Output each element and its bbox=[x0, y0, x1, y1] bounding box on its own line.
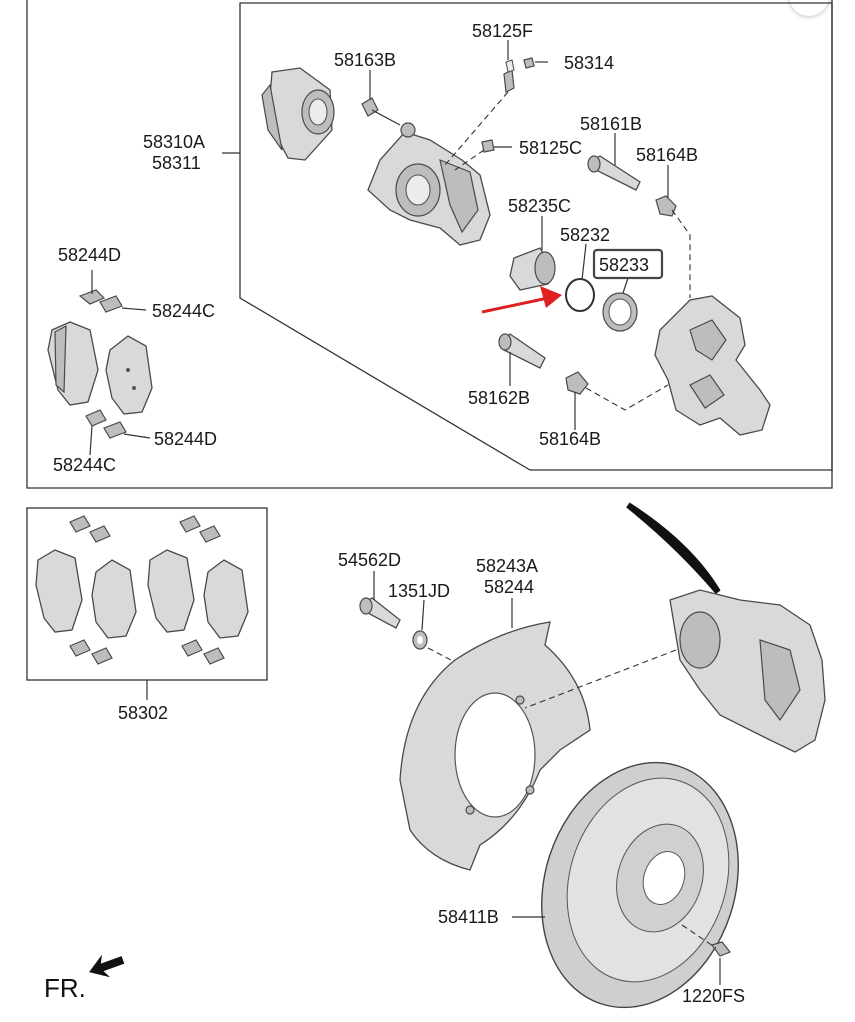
guide-pin-58161b[interactable] bbox=[587, 155, 641, 191]
caliper-assembly-installed[interactable] bbox=[669, 589, 826, 753]
label-58164b-bottom: 58164B bbox=[539, 429, 601, 449]
leader-1351jd-dash bbox=[427, 647, 471, 671]
label-58314: 58314 bbox=[564, 53, 614, 73]
guide-pin-58162b[interactable] bbox=[498, 333, 546, 369]
label-58125c: 58125C bbox=[519, 138, 582, 158]
leader-lines-bottom bbox=[373, 571, 721, 985]
brake-pad-set-top[interactable] bbox=[47, 321, 153, 415]
label-58243a: 58243A bbox=[476, 556, 538, 576]
screw-1220fs[interactable] bbox=[711, 941, 731, 957]
leader-lines-pads-top bbox=[89, 270, 151, 456]
leader-58164b-top-dash bbox=[671, 209, 691, 298]
label-1351jd: 1351JD bbox=[388, 581, 450, 601]
caliper-motor-housing[interactable] bbox=[261, 67, 335, 161]
caliper-detail-frame bbox=[239, 2, 833, 471]
piston-58235c[interactable] bbox=[509, 247, 556, 291]
pad-kit-58302[interactable] bbox=[35, 515, 249, 665]
leader-1220fs-dash bbox=[681, 924, 717, 949]
selected-part-box[interactable] bbox=[592, 248, 664, 280]
label-58310a: 58310A bbox=[143, 132, 205, 152]
bolt-58164b-top[interactable] bbox=[655, 195, 677, 217]
piston-boot-58233[interactable] bbox=[602, 292, 638, 332]
bleeder-screw-58125f[interactable] bbox=[503, 59, 515, 93]
piston-seal-58232[interactable] bbox=[565, 278, 595, 312]
label-58244c-bottom: 58244C bbox=[53, 455, 116, 475]
bolt-54562d[interactable] bbox=[359, 597, 401, 629]
label-58244d-bottom: 58244D bbox=[154, 429, 217, 449]
label-58244: 58244 bbox=[484, 577, 534, 597]
label-58235c: 58235C bbox=[508, 196, 571, 216]
label-54562d: 54562D bbox=[338, 550, 401, 570]
close-button[interactable] bbox=[789, 0, 829, 16]
highlight-arrow-icon bbox=[481, 286, 562, 314]
bleeder-cap-58314[interactable] bbox=[523, 57, 535, 69]
front-direction-arrow-icon bbox=[89, 954, 125, 978]
label-58244d-top: 58244D bbox=[58, 245, 121, 265]
label-58163b: 58163B bbox=[334, 50, 396, 70]
bolt-58163b[interactable] bbox=[361, 97, 416, 138]
label-58232[interactable]: 58232 bbox=[560, 225, 610, 245]
bleeder-58125c[interactable] bbox=[481, 139, 495, 153]
label-58311: 58311 bbox=[152, 153, 201, 173]
label-58162b: 58162B bbox=[468, 388, 530, 408]
brake-disc-58411b[interactable] bbox=[511, 737, 769, 1022]
label-58411b: 58411B bbox=[438, 907, 499, 927]
caliper-body[interactable] bbox=[367, 131, 491, 246]
leader-caliper-dash bbox=[524, 649, 677, 709]
pad-clips-top[interactable] bbox=[78, 289, 127, 439]
front-label: FR. bbox=[44, 973, 86, 1003]
label-58302: 58302 bbox=[118, 703, 168, 723]
label-58161b: 58161B bbox=[580, 114, 642, 134]
bolt-58164b-bottom[interactable] bbox=[565, 371, 589, 395]
leader-58125c bbox=[454, 149, 485, 171]
label-58125f: 58125F bbox=[472, 21, 533, 41]
dust-shield-58243a[interactable] bbox=[399, 621, 591, 871]
label-1220fs: 1220FS bbox=[682, 986, 745, 1006]
caliper-bracket[interactable] bbox=[654, 295, 771, 436]
label-58233[interactable]: 58233 bbox=[599, 255, 649, 275]
label-58244c-top: 58244C bbox=[152, 301, 215, 321]
leader-58164b-bottom-dash bbox=[585, 384, 669, 411]
washer-1351jd[interactable] bbox=[412, 630, 428, 650]
leader-lines-top bbox=[222, 40, 669, 430]
leader-58125f bbox=[444, 91, 509, 166]
label-58164b-top: 58164B bbox=[636, 145, 698, 165]
assembly-arrow-icon bbox=[626, 502, 721, 594]
